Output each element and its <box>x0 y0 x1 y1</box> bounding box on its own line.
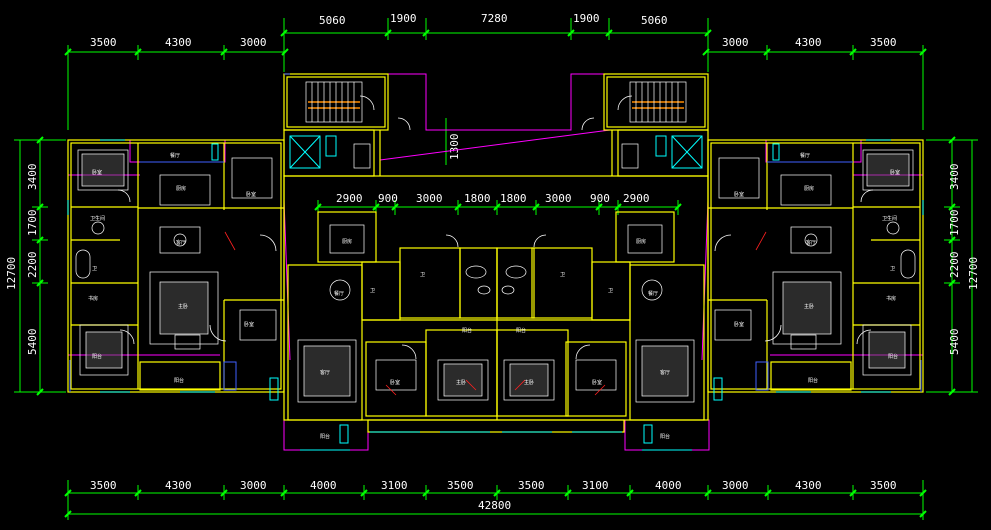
room-label: 阳台 <box>462 327 472 334</box>
windows <box>67 135 924 451</box>
dim-bottom-9: 4000 <box>655 479 682 492</box>
dim-left-2: 1700 <box>26 210 39 237</box>
dim-mid-6: 3000 <box>545 192 572 205</box>
room-label: 餐厅 <box>334 290 344 297</box>
room-label: 厨房 <box>804 185 814 192</box>
room-label: 厨房 <box>636 238 646 245</box>
room-label: 餐厅 <box>800 152 810 159</box>
room-label: 阳台 <box>516 327 526 334</box>
room-label: 卫 <box>92 266 97 272</box>
dim-topright-3: 3500 <box>870 36 897 49</box>
room-label: 书房 <box>88 295 98 302</box>
dim-topleft-1: 3500 <box>90 36 117 49</box>
room-label: 阳台 <box>660 433 670 440</box>
room-label: 主卧 <box>456 379 466 386</box>
dim-bottom-7: 3500 <box>518 479 545 492</box>
dim-mid-1: 2900 <box>336 192 363 205</box>
room-label: 客厅 <box>660 369 670 376</box>
dim-bottom-3: 3000 <box>240 479 267 492</box>
room-label: 主卧 <box>524 379 534 386</box>
dim-bottom-8: 3100 <box>582 479 609 492</box>
furniture <box>75 143 916 403</box>
dim-topright-1: 3000 <box>722 36 749 49</box>
dim-bottom-4: 4000 <box>310 479 337 492</box>
dim-bottom-11: 4300 <box>795 479 822 492</box>
room-label: 卧室 <box>734 191 744 198</box>
walls <box>67 73 924 433</box>
room-label: 卧室 <box>890 169 900 176</box>
room-label: 卫生间 <box>90 215 105 222</box>
dim-right-total: 12700 <box>967 257 980 290</box>
room-label: 卧室 <box>92 169 102 176</box>
dim-topleft-2: 4300 <box>165 36 192 49</box>
dim-topleft-3: 3000 <box>240 36 267 49</box>
dimension-ticks <box>36 29 956 518</box>
room-label: 卫生间 <box>882 215 897 222</box>
dim-mid-7: 900 <box>590 192 610 205</box>
room-label: 阳台 <box>808 377 818 384</box>
dim-left-4: 5400 <box>26 329 39 356</box>
dim-mid-4: 1800 <box>464 192 491 205</box>
room-label: 客厅 <box>176 239 186 246</box>
room-label: 主卧 <box>178 303 188 310</box>
dim-bottom-6: 3500 <box>447 479 474 492</box>
room-label: 阳台 <box>92 353 102 360</box>
dim-mid-5: 1800 <box>500 192 527 205</box>
dim-top-1: 5060 <box>319 14 346 27</box>
dim-top-4: 1900 <box>573 12 600 25</box>
dim-top-5: 5060 <box>641 14 668 27</box>
doors <box>117 95 874 360</box>
room-label: 书房 <box>886 295 896 302</box>
room-label: 卧室 <box>592 379 602 386</box>
dim-bottom-total: 42800 <box>478 499 511 512</box>
room-label: 卫 <box>370 288 375 294</box>
room-label: 卧室 <box>246 191 256 198</box>
room-label: 阳台 <box>320 433 330 440</box>
dim-left-total: 12700 <box>5 257 18 290</box>
dim-right-3: 2200 <box>948 252 961 279</box>
stair-treads <box>305 81 687 123</box>
room-label: 厨房 <box>342 238 352 245</box>
room-label: 客厅 <box>806 239 816 246</box>
room-label: 主卧 <box>804 303 814 310</box>
room-label: 卧室 <box>390 379 400 386</box>
stairs <box>308 101 684 109</box>
room-label: 卫 <box>890 266 895 272</box>
dim-mid-8: 2900 <box>623 192 650 205</box>
room-label: 卫 <box>608 288 613 294</box>
dim-right-2: 1700 <box>948 210 961 237</box>
door-swings <box>224 231 767 396</box>
room-label: 卧室 <box>734 321 744 328</box>
room-label: 阳台 <box>888 353 898 360</box>
dim-bottom-5: 3100 <box>381 479 408 492</box>
dim-mid-2: 900 <box>378 192 398 205</box>
room-label: 阳台 <box>174 377 184 384</box>
room-label: 卧室 <box>244 321 254 328</box>
dim-bottom-2: 4300 <box>165 479 192 492</box>
dim-left-1: 3400 <box>26 164 39 191</box>
dim-stairwell: 1300 <box>448 134 461 161</box>
room-labels: 卧室 厨房 卫生间 客厅 卧室 主卧 阳台 餐厅 卧室 卫 书房 阳台 餐厅 客… <box>88 152 900 440</box>
dim-bottom-12: 3500 <box>870 479 897 492</box>
blue-edges <box>69 73 922 392</box>
room-label: 卫 <box>560 272 565 278</box>
dim-bottom-1: 3500 <box>90 479 117 492</box>
dim-right-4: 5400 <box>948 329 961 356</box>
room-label: 客厅 <box>320 369 330 376</box>
dim-right-1: 3400 <box>948 164 961 191</box>
dim-top-3: 7280 <box>481 12 508 25</box>
dim-left-3: 2200 <box>26 252 39 279</box>
dim-topright-2: 4300 <box>795 36 822 49</box>
dimension-text: 5060 1900 7280 1900 5060 3500 4300 3000 … <box>5 12 980 512</box>
dim-mid-3: 3000 <box>416 192 443 205</box>
dim-top-2: 1900 <box>390 12 417 25</box>
dimension-lines <box>14 18 978 520</box>
room-label: 厨房 <box>176 185 186 192</box>
room-label: 餐厅 <box>648 290 658 297</box>
dim-bottom-10: 3000 <box>722 479 749 492</box>
room-label: 卫 <box>420 272 425 278</box>
room-label: 餐厅 <box>170 152 180 159</box>
